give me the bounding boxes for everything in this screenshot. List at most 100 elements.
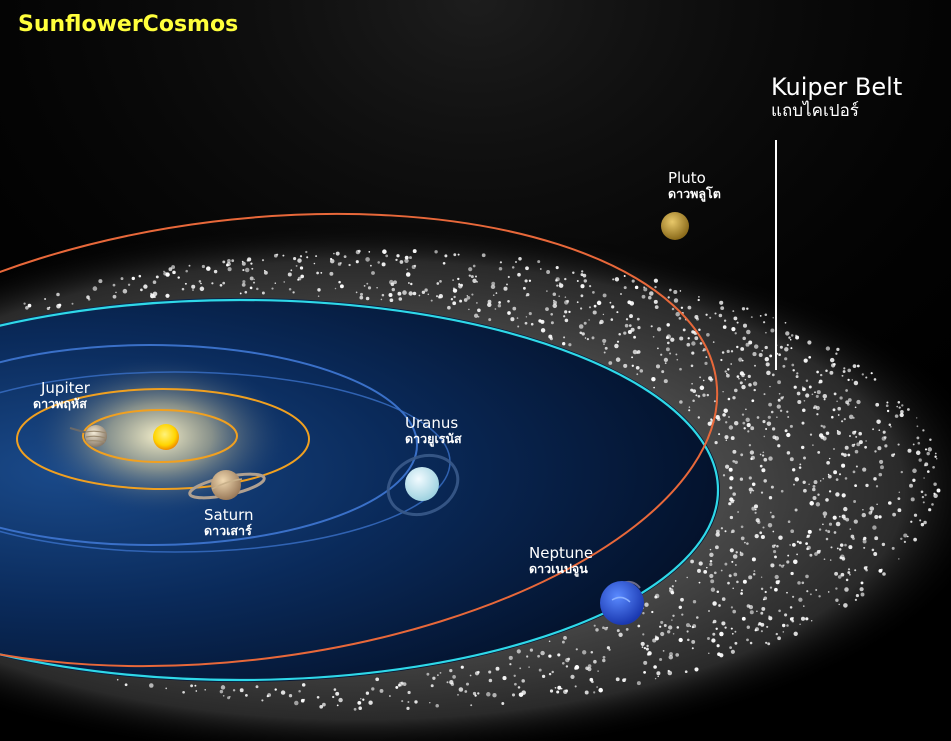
kuiper-belt-object xyxy=(720,569,723,572)
kuiper-belt-object xyxy=(746,307,749,310)
kuiper-belt-object xyxy=(408,282,410,284)
kuiper-belt-object xyxy=(844,445,849,450)
kuiper-belt-object xyxy=(750,457,753,461)
kuiper-belt-object xyxy=(591,336,595,340)
kuiper-belt-object xyxy=(808,483,810,486)
kuiper-belt-object xyxy=(897,443,900,446)
saturn-label-th: ดาวเสาร์ xyxy=(204,523,252,539)
kuiper-belt-object xyxy=(653,299,658,304)
kuiper-belt-object xyxy=(120,277,124,281)
kuiper-belt-object xyxy=(912,443,915,446)
kuiper-belt-object xyxy=(898,558,900,560)
kuiper-belt-object xyxy=(833,362,836,366)
kuiper-belt-object xyxy=(718,313,723,318)
kuiper-belt-object xyxy=(367,286,372,290)
kuiper-belt-object xyxy=(881,542,886,547)
kuiper-belt-object xyxy=(912,468,917,474)
kuiper-belt-object xyxy=(892,512,896,517)
kuiper-belt-object xyxy=(588,306,592,309)
kuiper-belt-object xyxy=(515,261,517,263)
kuiper-belt-object xyxy=(368,700,373,705)
kuiper-belt-object xyxy=(338,280,341,284)
kuiper-belt-object xyxy=(793,483,795,486)
kuiper-belt-object xyxy=(789,338,792,341)
kuiper-belt-object xyxy=(25,305,29,310)
kuiper-belt-object xyxy=(874,514,879,520)
kuiper-belt-object xyxy=(718,433,721,436)
kuiper-belt-object xyxy=(822,425,826,429)
kuiper-belt-object xyxy=(395,685,399,689)
uranus-label: Uranus ดาวยูเรนัส xyxy=(405,414,462,447)
kuiper-belt-object xyxy=(924,448,928,451)
kuiper-belt-object xyxy=(774,544,776,547)
kuiper-belt-object xyxy=(722,390,724,393)
kuiper-belt-object xyxy=(389,298,394,303)
kuiper-belt-object xyxy=(808,385,812,389)
kuiper-belt-object xyxy=(593,659,597,664)
kuiper-belt-object xyxy=(853,380,859,386)
kuiper-belt-object xyxy=(876,503,878,506)
kuiper-belt-object xyxy=(678,637,683,643)
kuiper-belt-object xyxy=(522,286,526,290)
kuiper-belt-object xyxy=(343,255,347,259)
kuiper-belt-object xyxy=(898,406,901,409)
kuiper-belt-object xyxy=(860,592,865,597)
kuiper-belt-object xyxy=(801,581,805,585)
kuiper-belt-object xyxy=(816,413,819,416)
kuiper-belt-object xyxy=(290,269,293,272)
kuiper-belt-object xyxy=(297,258,302,263)
kuiper-belt-object xyxy=(517,272,521,277)
kuiper-belt-object xyxy=(836,547,839,550)
kuiper-belt-object xyxy=(23,302,26,305)
kuiper-belt-object xyxy=(191,284,196,289)
kuiper-belt-object xyxy=(714,312,717,315)
kuiper-belt-object xyxy=(581,270,584,273)
kuiper-belt-object xyxy=(734,460,738,465)
kuiper-belt-object xyxy=(803,358,808,363)
kuiper-belt-object xyxy=(732,609,737,614)
kuiper-belt-object xyxy=(195,690,198,692)
kuiper-belt-label: Kuiper Belt แถบไคเปอร์ xyxy=(771,73,902,121)
kuiper-belt-object xyxy=(335,691,340,696)
kuiper-belt-object xyxy=(878,429,881,432)
kuiper-belt-object xyxy=(329,258,335,264)
kuiper-belt-object xyxy=(802,387,806,392)
kuiper-belt-object xyxy=(805,379,809,382)
kuiper-belt-object xyxy=(799,463,802,466)
kuiper-belt-object xyxy=(841,556,846,561)
kuiper-belt-object xyxy=(407,690,411,695)
kuiper-belt-object xyxy=(590,650,594,654)
kuiper-belt-object xyxy=(835,587,838,590)
kuiper-belt-object xyxy=(748,383,752,387)
kuiper-belt-object xyxy=(653,665,657,669)
kuiper-belt-object xyxy=(595,628,599,632)
kuiper-belt-object xyxy=(924,462,929,467)
kuiper-belt-object xyxy=(592,291,595,294)
kuiper-belt-object xyxy=(659,625,662,628)
kuiper-belt-object xyxy=(519,667,522,670)
kuiper-belt-object xyxy=(822,478,825,480)
kuiper-belt-object xyxy=(679,367,682,371)
kuiper-belt-object xyxy=(615,357,621,362)
kuiper-belt-object xyxy=(814,552,818,556)
kuiper-belt-object xyxy=(830,546,833,549)
kuiper-belt-object xyxy=(676,358,679,361)
kuiper-belt-object xyxy=(858,431,862,436)
kuiper-belt-object xyxy=(580,284,585,289)
kuiper-belt-object xyxy=(703,570,708,574)
kuiper-belt-object xyxy=(241,261,246,266)
kuiper-belt-object xyxy=(873,477,877,481)
kuiper-belt-object xyxy=(743,427,746,430)
kuiper-belt-object xyxy=(702,393,706,397)
kuiper-belt-object xyxy=(163,271,167,276)
kuiper-belt-object xyxy=(514,682,517,686)
kuiper-belt-object xyxy=(849,528,852,530)
kuiper-belt-object xyxy=(56,303,61,309)
kuiper-belt-object xyxy=(797,399,802,405)
kuiper-belt-object xyxy=(697,395,701,398)
kuiper-belt-object xyxy=(749,450,755,455)
kuiper-belt-object xyxy=(843,418,846,421)
kuiper-belt-object xyxy=(820,435,824,440)
kuiper-belt-object xyxy=(798,466,802,469)
kuiper-belt-object xyxy=(570,674,575,680)
